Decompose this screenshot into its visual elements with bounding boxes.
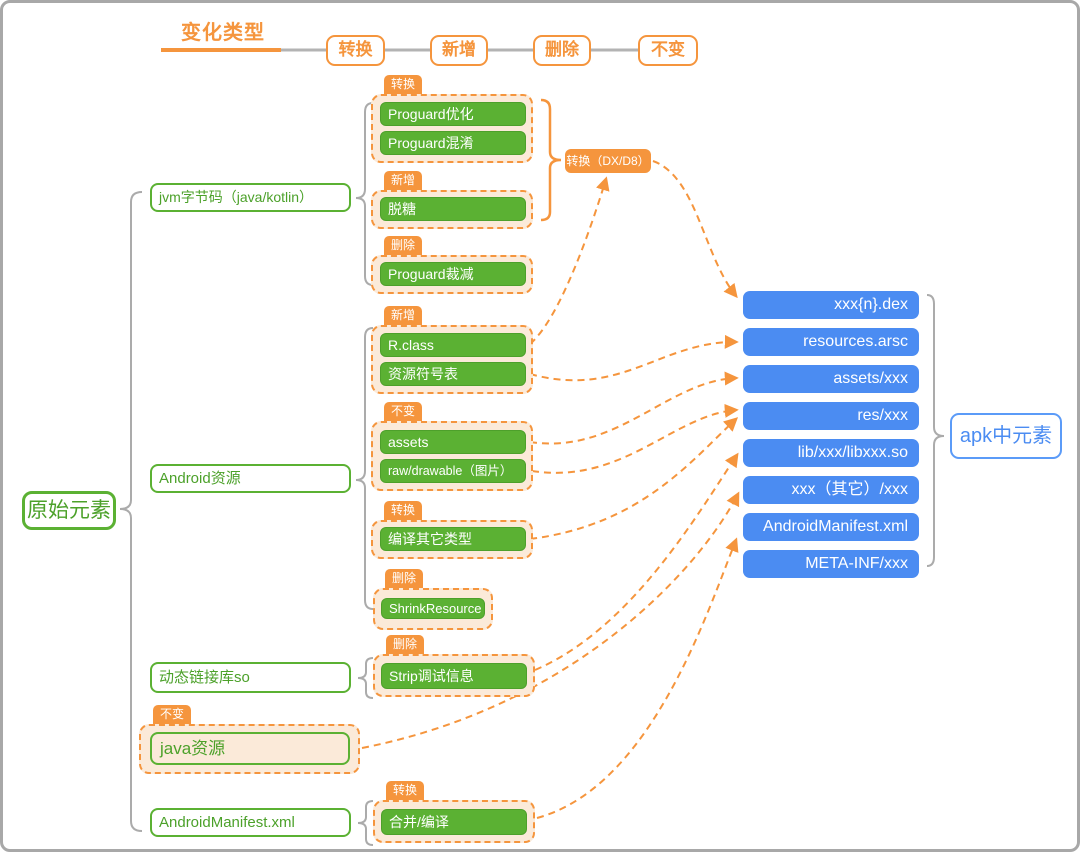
legend-item-delete: 删除: [533, 35, 591, 66]
change-tag: 新增: [384, 171, 423, 190]
process-node-desugar: 脱糖: [380, 197, 526, 221]
arrow-drawable-to-res: [531, 403, 739, 474]
apk-brace: [926, 294, 945, 567]
legend-item-add: 新增: [430, 35, 488, 66]
change-tag: 删除: [385, 569, 424, 588]
process-node-raw-drawable: raw/drawable（图片）: [380, 459, 526, 483]
change-tag: 删除: [384, 236, 423, 255]
native-so-brace: [357, 657, 374, 699]
apk-item-dex: xxx{n}.dex: [743, 291, 919, 319]
root-node: 原始元素: [22, 491, 116, 530]
change-tag: 转换: [386, 781, 425, 800]
apk-elements-label: apk中元素: [950, 413, 1062, 459]
arrow-symboltable-to-arsc: [529, 334, 739, 382]
process-node-proguard-shrink: Proguard裁减: [380, 262, 526, 286]
apk-item-res: res/xxx: [743, 402, 919, 430]
source-jvm-bytecode: jvm字节码（java/kotlin）: [150, 183, 351, 212]
process-node-rclass: R.class: [380, 333, 526, 357]
process-node-proguard-obfuscate: Proguard混淆: [380, 131, 526, 155]
source-native-so: 动态链接库so: [150, 662, 351, 693]
arrow-compile-to-res: [529, 417, 739, 540]
process-node-shrinkresource: ShrinkResource: [381, 598, 485, 619]
arrow-rclass-to-converter: [529, 176, 610, 345]
arrow-strip-to-lib: [534, 452, 739, 671]
dex-converter-brace: [540, 98, 562, 222]
change-tag-javares: 不变: [153, 705, 192, 724]
change-tag: 新增: [384, 306, 423, 325]
jvm-brace: [355, 102, 374, 286]
apk-item-assets: assets/xxx: [743, 365, 919, 393]
apk-item-metainf: META-INF/xxx: [743, 550, 919, 578]
android-res-brace: [355, 327, 374, 610]
process-node-assets: assets: [380, 430, 526, 454]
arrow-merge-to-manifest: [536, 537, 739, 819]
process-node-symbol-table: 资源符号表: [380, 362, 526, 386]
legend-title: 变化类型: [181, 22, 265, 44]
apk-item-lib: lib/xxx/libxxx.so: [743, 439, 919, 467]
legend-item-unchanged: 不变: [638, 35, 698, 66]
arrow-javares-to-other: [361, 491, 740, 749]
apk-item-arsc: resources.arsc: [743, 328, 919, 356]
change-tag: 不变: [384, 402, 423, 421]
arrow-assets-to-assets: [529, 371, 739, 445]
process-node-strip-debug: Strip调试信息: [381, 663, 527, 689]
apk-item-manifest: AndroidManifest.xml: [743, 513, 919, 541]
process-node-compile-other: 编译其它类型: [380, 527, 526, 551]
converter-node-dx-d8: 转换（DX/D8）: [565, 149, 651, 173]
apk-item-other: xxx（其它）/xxx: [743, 476, 919, 504]
connector-layer: [119, 48, 945, 846]
legend-item-transform: 转换: [326, 35, 385, 66]
source-android-res: Android资源: [150, 464, 351, 493]
root-brace: [119, 191, 143, 832]
change-tag: 转换: [384, 501, 423, 520]
change-tag: 删除: [386, 635, 425, 654]
arrow-converter-to-dex: [652, 160, 738, 299]
manifest-brace: [357, 800, 374, 846]
process-node-merge-compile: 合并/编译: [381, 809, 527, 835]
process-node-proguard-optimize: Proguard优化: [380, 102, 526, 126]
source-android-manifest: AndroidManifest.xml: [150, 808, 351, 837]
change-tag: 转换: [384, 75, 423, 94]
source-java-res: java资源: [150, 732, 350, 765]
